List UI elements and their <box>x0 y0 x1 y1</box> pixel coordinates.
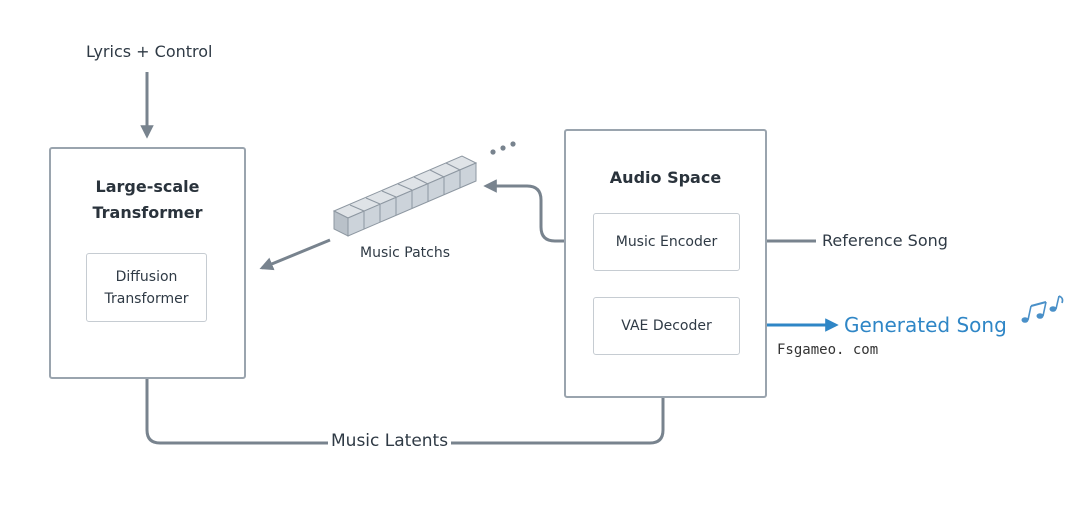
music-latents-label: Music Latents <box>328 433 452 450</box>
generated-song-label: Generated Song <box>844 313 1007 337</box>
diffusion-transformer-label: Diffusion Transformer <box>104 268 189 307</box>
music-patchs-label: Music Patchs <box>360 245 451 261</box>
arrow-encoder-to-patches <box>483 179 586 243</box>
transformer-box: Large-scale Transformer Diffusion Transf… <box>49 147 246 379</box>
music-encoder-box: Music Encoder <box>593 213 740 271</box>
vae-decoder-label: VAE Decoder <box>621 318 712 334</box>
watermark-text: Fsgameo. com <box>777 342 879 358</box>
arrow-patches-to-transformer <box>259 238 331 271</box>
ellipsis-icon <box>490 141 516 155</box>
audio-space-box: Audio Space Music Encoder VAE Decoder <box>564 129 767 398</box>
vae-decoder-box: VAE Decoder <box>593 297 740 355</box>
audio-space-title: Audio Space <box>609 168 722 187</box>
music-notes-icon <box>1021 295 1064 323</box>
transformer-title: Large-scale Transformer <box>92 177 203 222</box>
lyrics-control-label: Lyrics + Control <box>86 42 213 61</box>
diffusion-transformer-box: Diffusion Transformer <box>86 253 207 322</box>
music-patches-graphic <box>332 155 478 237</box>
reference-song-label: Reference Song <box>822 231 948 250</box>
music-encoder-label: Music Encoder <box>615 234 718 250</box>
